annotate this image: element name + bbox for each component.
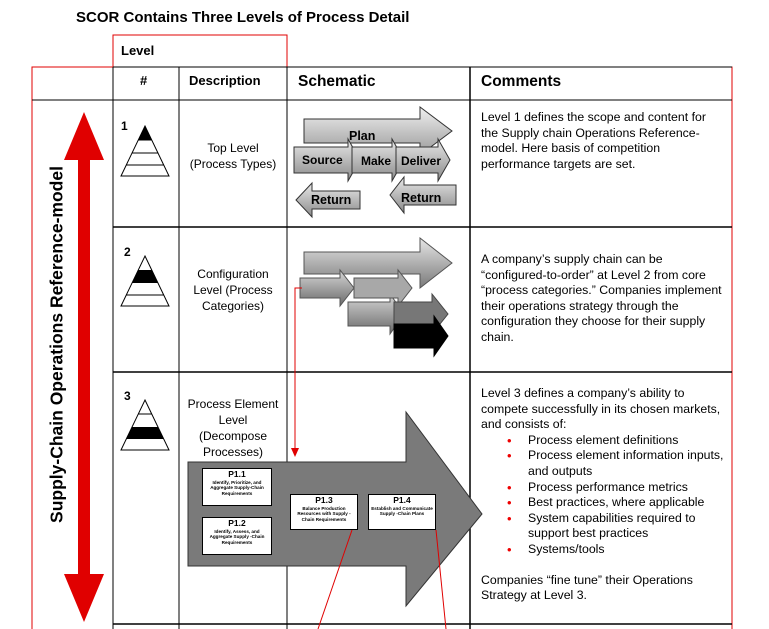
bullet-item: System capabilities required to support …: [481, 511, 726, 542]
row1-number: 1: [121, 119, 128, 133]
row3-number: 3: [124, 389, 131, 403]
plan-label: Plan: [349, 129, 376, 143]
level2-schematic: [299, 236, 453, 358]
row2-comment: A company’s supply chain can be “configu…: [481, 252, 722, 344]
pyramid-level2-icon: [120, 254, 170, 307]
level-header: Level: [121, 43, 155, 58]
level1-schematic: [293, 106, 457, 219]
return-right-label: Return: [401, 191, 442, 205]
source-label: Source: [302, 153, 343, 167]
row1-comment: Level 1 defines the scope and content fo…: [481, 110, 706, 171]
process-element-p1-3: P1.3 Balance Production Resources with S…: [290, 494, 358, 530]
row3-comment: Level 3 defines a company’s ability to c…: [481, 386, 726, 604]
bullet-item: Best practices, where applicable: [481, 495, 726, 511]
page-title: SCOR Contains Three Levels of Process De…: [76, 9, 410, 26]
plan-arrow: [303, 106, 453, 156]
row2-number: 2: [124, 245, 131, 259]
level3-bullet-list: Process element definitions Process elem…: [481, 433, 726, 558]
make-label: Make: [361, 154, 392, 168]
deliver-label: Deliver: [401, 154, 442, 168]
bullet-item: Systems/tools: [481, 542, 726, 558]
deliver-arrow: [395, 137, 451, 183]
pyramid-level3-icon: [120, 398, 170, 451]
double-arrow: [64, 112, 104, 622]
process-element-p1-1: P1.1 Identify, Prioritize, and Aggregate…: [202, 468, 272, 506]
return-left-label: Return: [311, 193, 352, 207]
row2-description: Configuration Level (Process Categories): [193, 267, 273, 313]
row3-description: Process Element Level (Decompose Process…: [187, 397, 279, 459]
bullet-item: Process performance metrics: [481, 480, 726, 496]
return-right-arrow: [389, 175, 457, 215]
description-header: Description: [189, 73, 261, 88]
bullet-item: Process element definitions: [481, 433, 726, 449]
comments-header: Comments: [481, 73, 562, 90]
number-header: #: [140, 73, 148, 88]
schematic-header: Schematic: [298, 73, 376, 90]
row1-description: Top Level (Process Types): [189, 141, 277, 171]
return-left-arrow: [295, 181, 361, 219]
bullet-item: Process element information inputs, and …: [481, 448, 726, 479]
process-element-p1-2: P1.2 Identify, Assess, and Aggregate Sup…: [202, 517, 272, 555]
process-element-p1-4: P1.4 Establish and Communicate Supply -C…: [368, 494, 436, 530]
pyramid-level1-icon: [120, 124, 170, 177]
